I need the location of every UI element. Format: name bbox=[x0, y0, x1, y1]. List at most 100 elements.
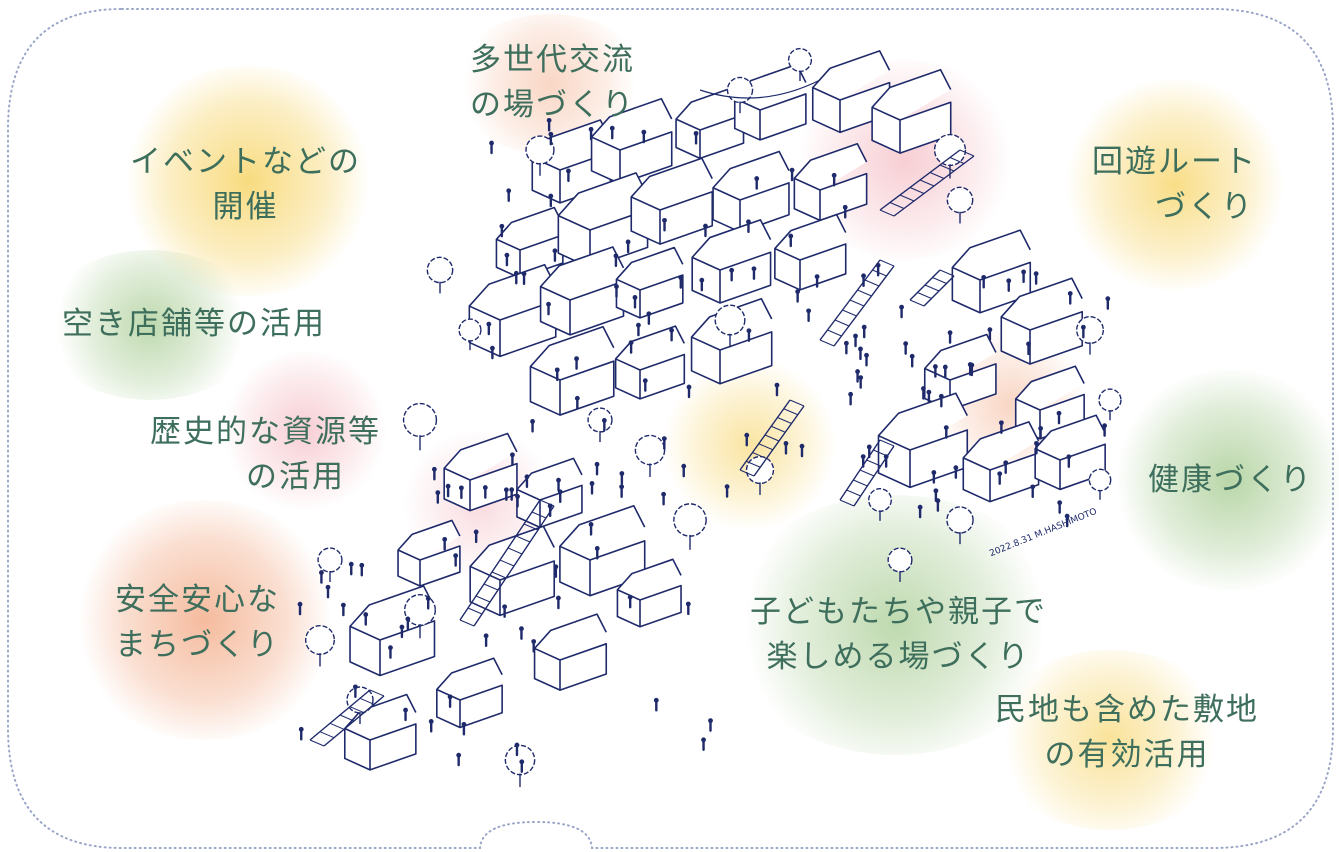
person-head-sketch bbox=[843, 340, 849, 346]
label-land-line-2: の有効活用 bbox=[1044, 736, 1210, 773]
person-head-sketch bbox=[789, 167, 795, 173]
person-head-sketch bbox=[938, 393, 944, 399]
person-head-sketch bbox=[521, 271, 527, 277]
person-head-sketch bbox=[699, 277, 705, 283]
person-head-sketch bbox=[524, 474, 530, 480]
house-sketch bbox=[793, 142, 868, 222]
stair-step-sketch bbox=[771, 425, 786, 433]
person-head-sketch bbox=[628, 340, 634, 345]
person-head-sketch bbox=[456, 752, 462, 758]
stair-step-sketch bbox=[499, 559, 515, 567]
person-head-sketch bbox=[613, 253, 619, 259]
person-head-sketch bbox=[548, 131, 554, 137]
person-head-sketch bbox=[746, 219, 751, 225]
person-head-sketch bbox=[632, 295, 638, 300]
person-head-sketch bbox=[685, 601, 691, 607]
person-head-sketch bbox=[531, 639, 537, 644]
person-head-sketch bbox=[1057, 500, 1063, 506]
house-sketch bbox=[529, 325, 615, 416]
stair-step-sketch bbox=[839, 499, 855, 507]
tree-sketch bbox=[745, 455, 775, 485]
person-head-sketch bbox=[601, 418, 607, 423]
tree-sketch bbox=[317, 547, 343, 573]
person-head-sketch bbox=[751, 266, 757, 272]
person-head-sketch bbox=[1056, 410, 1062, 416]
label-land-line-1: 民地も含めた敷地 bbox=[995, 692, 1259, 728]
person-head-sketch bbox=[473, 529, 479, 535]
tree-sketch bbox=[946, 506, 974, 534]
person-head-sketch bbox=[806, 308, 812, 314]
stair-step-sketch bbox=[515, 535, 531, 543]
tree-sketch bbox=[714, 304, 746, 336]
stair-step-sketch bbox=[872, 269, 887, 277]
person-head-sketch bbox=[858, 346, 863, 352]
house-sketch bbox=[733, 63, 807, 141]
person-head-sketch bbox=[352, 684, 358, 690]
label-children-line-2: 楽しめる場づくり bbox=[766, 638, 1031, 675]
person-head-sketch bbox=[555, 595, 561, 601]
person-head-sketch bbox=[403, 707, 408, 713]
tree-sketch bbox=[1075, 315, 1105, 345]
stair-step-sketch bbox=[531, 511, 547, 519]
person-head-sketch bbox=[298, 726, 304, 732]
person-head-sketch bbox=[1066, 454, 1072, 460]
house-sketch bbox=[469, 525, 556, 617]
person-head-sketch bbox=[703, 223, 708, 229]
person-head-sketch bbox=[458, 485, 464, 491]
tree-sketch bbox=[304, 624, 336, 656]
person-head-sketch bbox=[388, 645, 393, 651]
stair-step-sketch bbox=[853, 479, 868, 487]
person-head-sketch bbox=[589, 481, 595, 486]
label-health-line-1: 健康づくり bbox=[1148, 462, 1313, 498]
stair-step-sketch bbox=[959, 149, 975, 157]
label-event-line-1: イベントなどの bbox=[130, 144, 361, 180]
tree-sketch bbox=[426, 256, 454, 284]
person-head-sketch bbox=[744, 432, 750, 438]
stair-step-sketch bbox=[309, 739, 325, 747]
tree-sketch bbox=[402, 402, 438, 438]
person-head-sketch bbox=[724, 484, 730, 490]
house-sketch bbox=[468, 263, 557, 358]
label-event: イベントなどの 開催 bbox=[130, 140, 361, 230]
person-head-sketch bbox=[987, 327, 993, 333]
stair-step-sketch bbox=[783, 408, 798, 416]
person-head-sketch bbox=[926, 389, 932, 395]
person-head-sketch bbox=[899, 304, 904, 310]
tree-sketch bbox=[1088, 468, 1112, 492]
person-head-sketch bbox=[509, 487, 515, 493]
person-head-sketch bbox=[1026, 341, 1031, 347]
stair-step-sketch bbox=[475, 595, 491, 603]
person-head-sketch bbox=[514, 742, 520, 748]
house-sketch bbox=[691, 219, 772, 304]
label-history: 歴史的な資源等 の活用 bbox=[150, 410, 381, 500]
stair-step-sketch bbox=[857, 289, 872, 297]
person-head-sketch bbox=[519, 626, 524, 632]
stair-step-sketch bbox=[939, 164, 955, 172]
house-sketch bbox=[590, 97, 673, 185]
person-head-sketch bbox=[788, 233, 794, 239]
person-head-sketch bbox=[461, 721, 467, 727]
person-head-sketch bbox=[503, 487, 509, 493]
stair-step-sketch bbox=[483, 583, 499, 591]
stair-step-sketch bbox=[789, 399, 805, 407]
bunting-sketch bbox=[699, 79, 821, 99]
person-head-sketch bbox=[795, 289, 801, 294]
label-multigen: 多世代交流 の場づくり bbox=[470, 38, 635, 128]
person-head-sketch bbox=[405, 616, 411, 622]
stair-step-sketch bbox=[507, 547, 523, 555]
person-head-sketch bbox=[933, 488, 939, 494]
person-head-sketch bbox=[1102, 423, 1108, 429]
person-head-sketch bbox=[855, 369, 860, 374]
stair-step-sketch bbox=[879, 439, 895, 447]
stair-step-sketch bbox=[752, 452, 767, 459]
label-multigen-line-1: 多世代交流 bbox=[470, 42, 635, 78]
person-head-sketch bbox=[693, 130, 699, 136]
person-head-sketch bbox=[931, 470, 937, 475]
person-head-sketch bbox=[588, 522, 594, 527]
person-head-sketch bbox=[530, 419, 535, 424]
person-head-sketch bbox=[935, 498, 941, 504]
person-head-sketch bbox=[489, 345, 495, 351]
label-route-line-1: 回遊ルート bbox=[1092, 144, 1257, 180]
house-sketch bbox=[877, 392, 969, 489]
